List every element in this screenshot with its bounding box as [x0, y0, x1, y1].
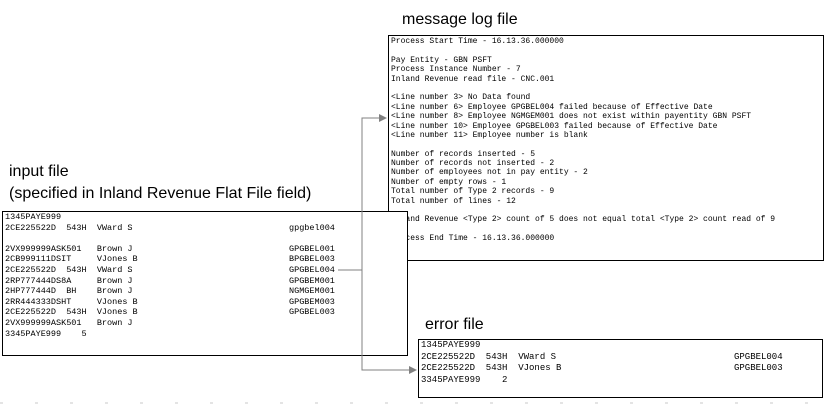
log-line: <Line number 10> Employee GPGBEL003 fail… [391, 121, 718, 131]
input-file-title-line1: input file [9, 163, 69, 180]
employee-code: BPGBEL003 [289, 254, 335, 265]
input-file-title-line2: (specified in Inland Revenue Flat File f… [9, 185, 312, 202]
log-line: Total number of lines - 12 [391, 196, 516, 206]
employee-code: GPGBEL003 [289, 307, 335, 318]
employee-code: GPGBEL004 [734, 351, 783, 362]
log-line: Process Start Time - 16.13.36.000000 [391, 37, 564, 46]
log-line: Inland Revenue read file - CNC.001 [391, 74, 555, 84]
record-text: 2CE225522D 543H VWard S [421, 351, 557, 362]
employee-code: NGMGEM001 [289, 286, 335, 297]
bottom-dashed-border [0, 402, 829, 404]
record-text: 1345PAYE999 [5, 212, 62, 222]
log-line: <Line number 8> Employee NGMGEM001 does … [391, 112, 752, 122]
file-row: 2VX999999ASK501 Brown J [5, 318, 407, 329]
file-row: 3345PAYE999 5 [5, 329, 407, 340]
file-row: 2CE225522D 543H VJones B GPGBEL003 [5, 307, 407, 318]
record-text: 2CE225522D 543H VWard S [5, 264, 133, 275]
file-row: 2RP777444DS8A Brown J GPGBEM001 [5, 276, 407, 287]
record-text: 2CE225522D 543H VJones B [5, 307, 138, 318]
log-line: Number of empty rows - 1 [391, 177, 507, 187]
message-log-title: message log file [402, 11, 518, 28]
log-line: <Line number 3> No Data found [391, 93, 531, 103]
log-line: <Line number 6> Employee GPGBEL004 faile… [391, 102, 713, 112]
file-row: 2VX999999ASK501 Brown J GPGBEL001 [5, 244, 407, 255]
record-text: 2CE225522D 543H VJones B [421, 363, 562, 373]
employee-code: gpgbel004 [289, 222, 335, 233]
arrow-to-message-log [338, 114, 387, 271]
file-row: 2CE225522D 543H VWard S gpgbel004 [5, 223, 407, 234]
log-line: Pay Entity - GBN PSFT [391, 55, 492, 65]
log-line: Number of records not inserted - 2 [391, 159, 555, 169]
input-file-title: input file (specified in Inland Revenue … [9, 161, 311, 205]
file-row: 2HP777444D BH Brown J NGMGEM001 [5, 286, 407, 297]
arrow-to-error-file [348, 269, 417, 374]
record-text: 2HP777444D BH Brown J [5, 286, 133, 297]
record-text: 3345PAYE999 5 [5, 328, 87, 339]
employee-code: GPGBEL003 [734, 363, 783, 373]
log-line: Process Instance Number - 7 [391, 65, 521, 75]
error-file-title: error file [425, 316, 484, 333]
record-text: 2RP777444DS8A Brown J [5, 275, 133, 286]
record-text: 2CE225522D 543H VWard S [5, 222, 133, 233]
file-row: 2CE225522D 543H VWard S GPGBEL004 [421, 352, 822, 364]
log-line: Total number of Type 2 records - 9 [391, 187, 555, 197]
record-text: 2CB999111DSIT VJones B [5, 254, 138, 265]
file-row: 1345PAYE999 [421, 340, 822, 352]
log-line: Number of employees not in pay entity - … [391, 168, 588, 178]
employee-code: GPGBEM001 [289, 275, 335, 286]
record-text: 3345PAYE999 2 [421, 374, 508, 385]
file-row: 2RR444333DSHT VJones B GPGBEM003 [5, 297, 407, 308]
file-row: 1345PAYE999 [5, 212, 407, 223]
record-text: 2VX999999ASK501 Brown J [5, 317, 133, 328]
file-row: 2CB999111DSIT VJones B BPGBEL003 [5, 254, 407, 265]
employee-code: GPGBEM003 [289, 296, 335, 307]
file-row: 2CE225522D 543H VJones B GPGBEL003 [421, 363, 822, 375]
log-line: <Line number 11> Employee number is blan… [391, 130, 588, 140]
employee-code: GPGBEL001 [289, 243, 335, 254]
employee-code: GPGBEL004 [289, 264, 335, 275]
record-text: 1345PAYE999 [421, 340, 481, 350]
file-row: 3345PAYE999 2 [421, 375, 822, 387]
log-line: Number of records inserted - 5 [391, 149, 536, 159]
file-row: 2CE225522D 543H VWard S GPGBEL004 [5, 265, 407, 276]
record-text: 2VX999999ASK501 Brown J [5, 243, 133, 254]
record-text: 2RR444333DSHT VJones B [5, 296, 138, 307]
